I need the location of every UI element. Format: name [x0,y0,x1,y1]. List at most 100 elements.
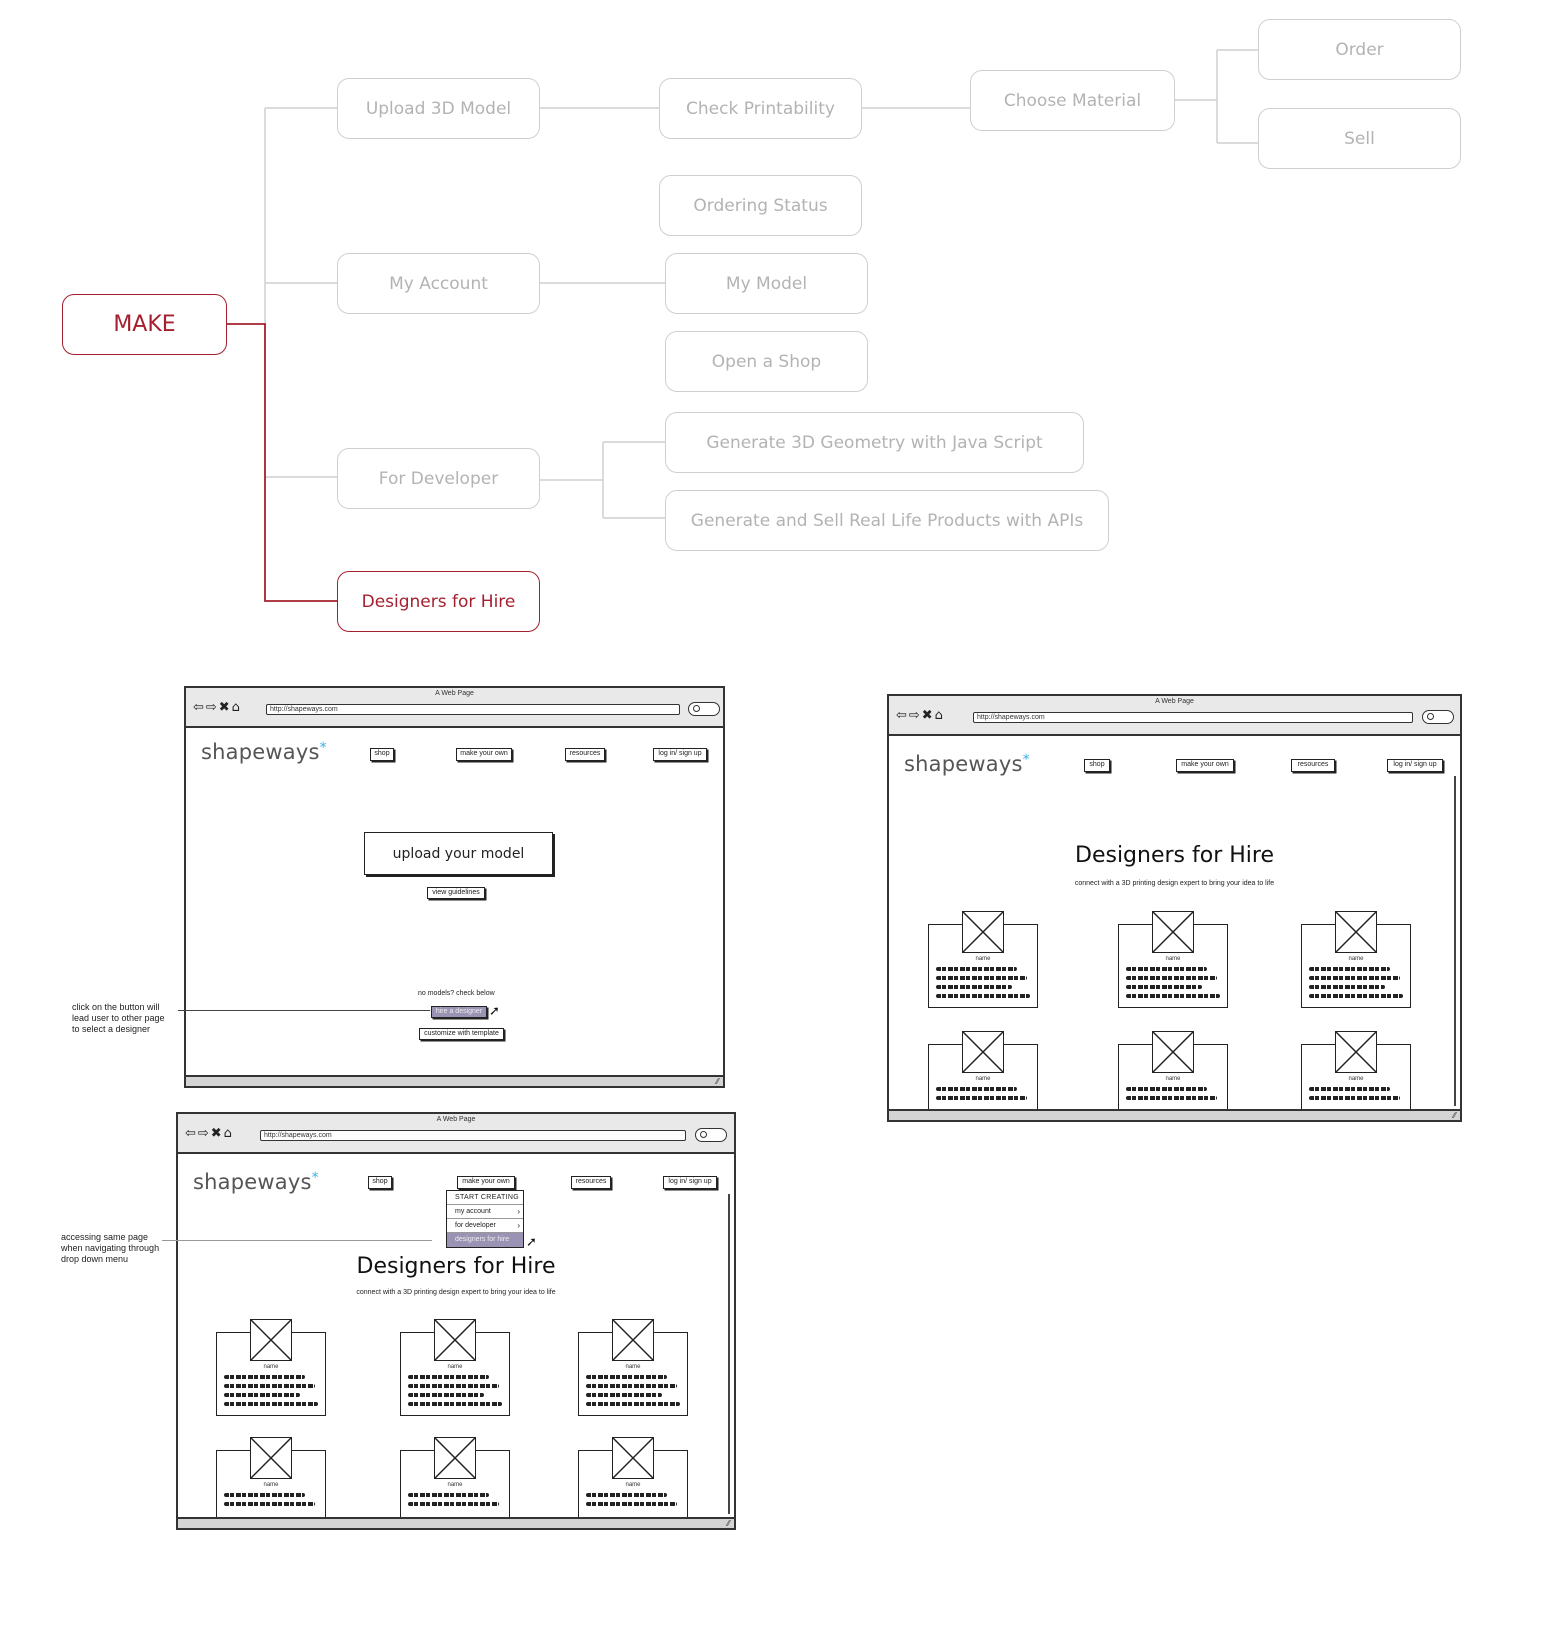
nav-shop-button[interactable]: shop [368,1176,392,1189]
cursor-icon: ➚ [526,1234,537,1249]
logo-star-icon: * [311,1170,319,1186]
designer-name: name [625,1482,641,1488]
text-placeholder [936,994,1030,998]
text-placeholder [224,1393,300,1397]
text-placeholder [586,1502,677,1506]
sitemap-node-designers-for-hire: Designers for Hire [337,571,540,632]
make-your-own-dropdown[interactable]: START CREATING my account› for developer… [446,1190,524,1248]
designer-name: name [1348,1076,1364,1082]
text-placeholder [936,976,1027,980]
designer-name: name [1165,1076,1181,1082]
resize-grip-icon[interactable]: ⁄⁄ [727,1519,730,1528]
shapeways-logo[interactable]: shapeways* [201,740,327,764]
text-placeholder [224,1493,305,1497]
shapeways-logo[interactable]: shapeways* [193,1170,319,1194]
text-placeholder [936,967,1017,971]
designer-card[interactable]: name [216,1437,326,1528]
image-placeholder-icon [1335,911,1377,953]
sitemap-node-upload: Upload 3D Model [337,78,540,139]
designer-card[interactable]: name [1301,911,1411,1008]
annotation-connector [178,1010,430,1011]
logo-text: shapeways [193,1170,312,1194]
nav-make-your-own-button[interactable]: make your own [456,748,512,761]
image-placeholder-icon [1152,1031,1194,1073]
scrollbar[interactable] [728,1194,730,1514]
sitemap-connectors [227,49,1258,602]
dropdown-item-my-account[interactable]: my account› [447,1205,523,1219]
browser-nav-icons[interactable]: ⇦⇨✖⌂ [896,708,945,723]
designer-card[interactable]: name [400,1319,510,1416]
text-placeholder [586,1493,667,1497]
text-placeholder [1309,985,1385,989]
nav-shop-button[interactable]: shop [1084,759,1110,772]
search-icon[interactable] [695,1128,727,1142]
sitemap-node-make: MAKE [62,294,227,355]
designer-name: name [1348,956,1364,962]
designer-card[interactable]: name [1118,911,1228,1008]
dropdown-item-for-developer[interactable]: for developer › [447,1219,523,1233]
text-placeholder [408,1493,489,1497]
designer-card[interactable]: name [400,1437,510,1528]
search-icon[interactable] [1422,710,1454,724]
dropdown-item-start-creating[interactable]: START CREATING [447,1191,523,1205]
designer-card[interactable]: name [928,1031,1038,1120]
image-placeholder-icon [962,1031,1004,1073]
page-subheading: connect with a 3D printing design expert… [1074,880,1275,887]
view-guidelines-button[interactable]: view guidelines [427,887,485,899]
nav-make-your-own-button[interactable]: make your own [457,1176,515,1189]
scrollbar[interactable] [1454,776,1456,1106]
designer-name: name [625,1364,641,1370]
designer-card[interactable]: name [1118,1031,1228,1120]
nav-shop-button[interactable]: shop [370,748,394,761]
search-icon[interactable] [688,702,720,716]
sitemap-node-my-model: My Model [665,253,868,314]
dropdown-item-designers-for-hire[interactable]: designers for hire [447,1233,523,1247]
text-placeholder [224,1502,315,1506]
hire-designer-button[interactable]: hire a designer [431,1006,487,1018]
address-bar[interactable]: http://shapeways.com [260,1130,686,1141]
upload-model-button[interactable]: upload your model [364,832,553,875]
address-bar[interactable]: http://shapeways.com [973,712,1413,723]
dropdown-label: for developer [455,1222,496,1229]
designer-name: name [1165,956,1181,962]
text-placeholder [1126,985,1202,989]
shapeways-logo[interactable]: shapeways* [904,752,1030,776]
text-placeholder [1126,976,1217,980]
nav-resources-button[interactable]: resources [565,748,605,761]
resize-grip-icon[interactable]: ⁄⁄ [1453,1111,1456,1120]
image-placeholder-icon [250,1319,292,1361]
text-placeholder [586,1384,677,1388]
designer-card[interactable]: name [1301,1031,1411,1120]
customize-template-button[interactable]: customize with template [419,1028,504,1040]
designer-card[interactable]: name [928,911,1038,1008]
logo-text: shapeways [904,752,1023,776]
browser-title: A Web Page [1155,698,1194,705]
nav-resources-button[interactable]: resources [1291,759,1335,772]
chevron-right-icon: › [517,1207,520,1216]
nav-login-button[interactable]: log in/ sign up [663,1176,717,1189]
designer-card[interactable]: name [216,1319,326,1416]
no-models-text: no models? check below [418,990,495,997]
sitemap-node-check-printability: Check Printability [659,78,862,139]
nav-resources-button[interactable]: resources [571,1176,611,1189]
sitemap-node-choose-material: Choose Material [970,70,1175,131]
designer-name: name [447,1482,463,1488]
logo-text: shapeways [201,740,320,764]
address-bar[interactable]: http://shapeways.com [266,704,680,715]
image-placeholder-icon [250,1437,292,1479]
text-placeholder [586,1375,667,1379]
designer-card[interactable]: name [578,1319,688,1416]
text-placeholder [1126,1087,1207,1091]
chevron-right-icon: › [517,1221,520,1230]
designer-name: name [263,1482,279,1488]
nav-make-your-own-button[interactable]: make your own [1176,759,1234,772]
text-placeholder [936,1087,1017,1091]
browser-nav-icons[interactable]: ⇦⇨✖⌂ [193,700,242,715]
browser-nav-icons[interactable]: ⇦⇨✖⌂ [185,1126,234,1141]
nav-login-button[interactable]: log in/ sign up [653,748,707,761]
nav-login-button[interactable]: log in/ sign up [1387,759,1443,772]
text-placeholder [408,1502,499,1506]
text-placeholder [408,1384,499,1388]
resize-grip-icon[interactable]: ⁄⁄ [716,1077,719,1086]
designer-card[interactable]: name [578,1437,688,1528]
